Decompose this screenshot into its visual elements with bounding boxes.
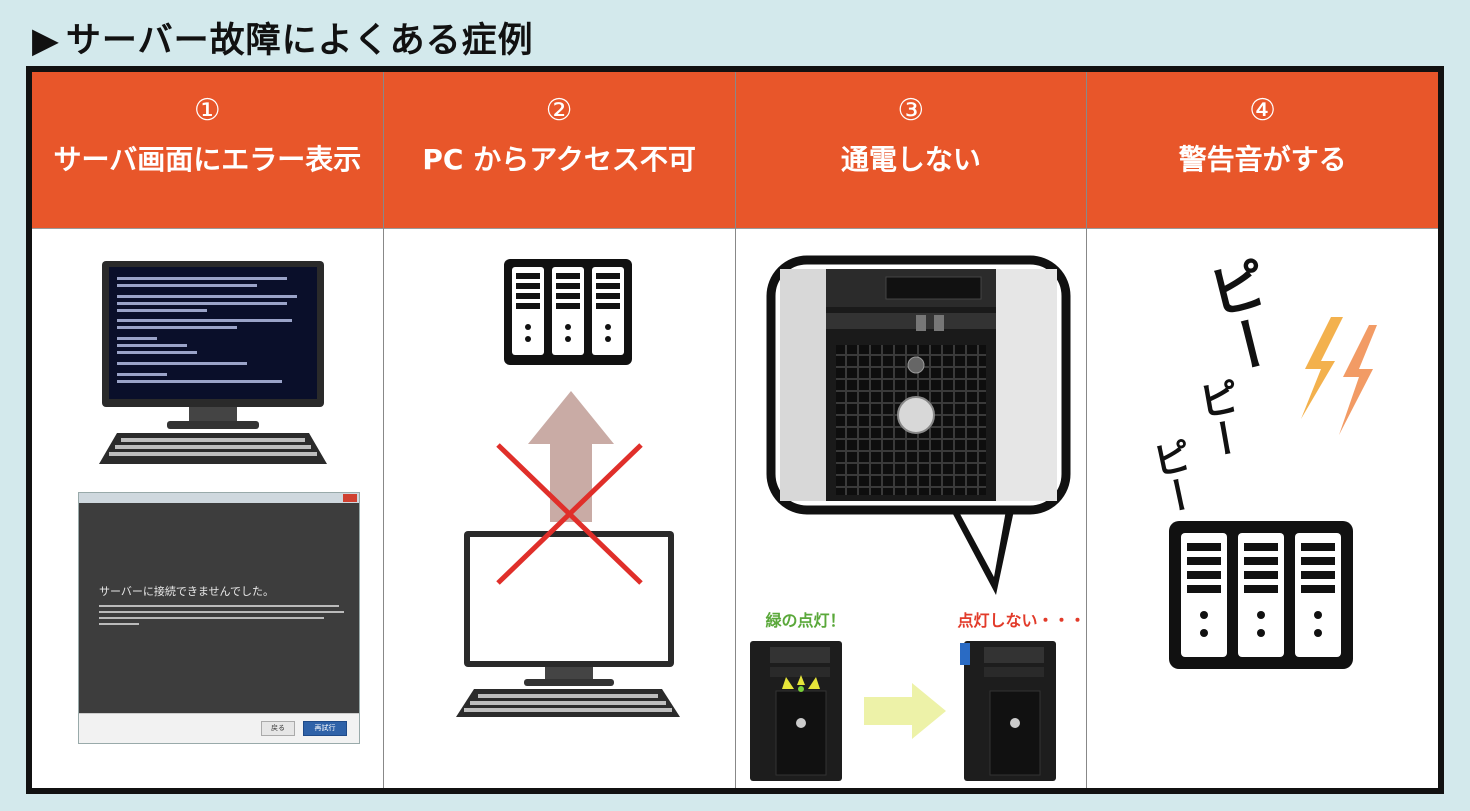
column-label: PC からアクセス不可 [422, 143, 696, 176]
column-no-power: ③ 通電しない [735, 72, 1088, 788]
error-dialog: サーバーに接続できませんでした。 戻る 再試行 [78, 492, 360, 744]
page-title-text: サーバー故障によくある症例 [65, 21, 534, 61]
column-warning-sound: ④ 警告音がする ピー ピー ピー [1087, 72, 1438, 788]
back-button[interactable]: 戻る [261, 721, 295, 736]
dialog-detail-lines [99, 605, 344, 625]
arrow-up-icon [527, 391, 614, 522]
denied-cross-icon [496, 443, 643, 585]
server-tower-on-icon [749, 641, 842, 781]
caption-green: 緑の点灯！ [765, 611, 846, 630]
title-marker-icon: ▶ [32, 21, 60, 61]
column-label: 通電しない [840, 143, 981, 176]
retry-button[interactable]: 再試行 [303, 721, 347, 736]
server-rack-icon [503, 259, 632, 365]
column-label: 警告音がする [1178, 143, 1347, 176]
lightning-icon [1301, 317, 1378, 435]
column-header: ① サーバ画面にエラー表示 [32, 72, 383, 229]
dialog-close-icon[interactable] [343, 494, 357, 502]
dialog-footer: 戻る 再試行 [79, 713, 359, 743]
server-tower-off-icon [959, 641, 1056, 781]
column-header: ③ 通電しない [735, 72, 1087, 229]
beep-text-large: ピー [1192, 252, 1287, 382]
caption-red: 点灯しない・・・ [957, 611, 1086, 630]
column-access-denied: ② PC からアクセス不可 [383, 72, 736, 788]
column-body: 緑の点灯！ 点灯しない・・・ [736, 229, 1087, 788]
symptom-table: ① サーバ画面にエラー表示 [26, 66, 1444, 794]
zoom-bubble [766, 255, 1070, 595]
column-number: ④ [1249, 93, 1277, 128]
dialog-titlebar [79, 493, 359, 503]
column-body [384, 229, 735, 788]
error-monitor-icon [99, 261, 327, 464]
alarm-server-rack-icon [1169, 521, 1354, 669]
dialog-message: サーバーに接続できませんでした。 [99, 585, 275, 598]
column-error-display: ① サーバ画面にエラー表示 [32, 72, 384, 788]
arrow-right-icon [863, 683, 946, 739]
column-number: ① [193, 93, 221, 128]
column-number: ③ [897, 93, 925, 128]
column-header: ② PC からアクセス不可 [383, 72, 735, 229]
column-number: ② [545, 93, 573, 128]
page-title: ▶サーバー故障によくある症例 [32, 12, 534, 63]
column-label: サーバ画面にエラー表示 [53, 143, 362, 176]
column-header: ④ 警告音がする [1087, 72, 1438, 229]
column-body: ピー ピー ピー [1087, 229, 1438, 788]
column-body: サーバーに接続できませんでした。 戻る 再試行 [32, 229, 383, 788]
